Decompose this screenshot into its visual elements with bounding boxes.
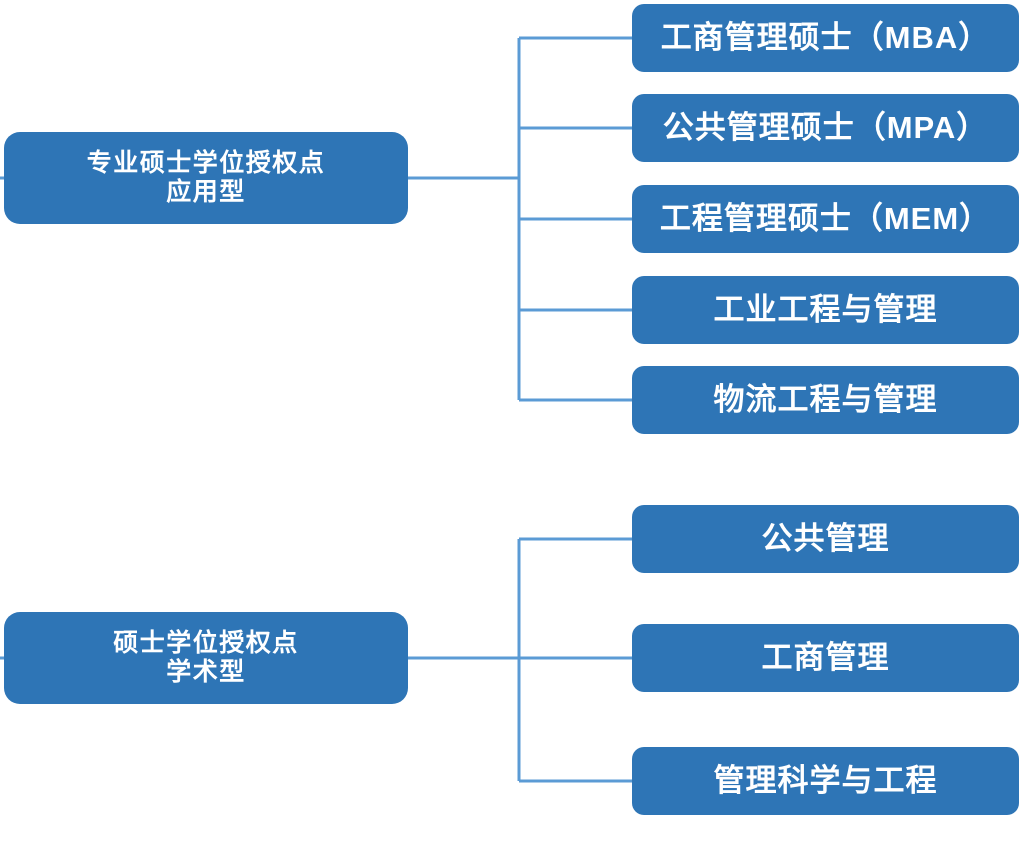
parent-node-line1: 硕士学位授权点 bbox=[113, 628, 299, 657]
child-node-mem[interactable]: 工程管理硕士（MEM） bbox=[632, 185, 1019, 253]
child-node-management-science-engineering[interactable]: 管理科学与工程 bbox=[632, 747, 1019, 815]
parent-node-academic-master[interactable]: 硕士学位授权点 学术型 bbox=[4, 612, 408, 704]
child-node-label: 管理科学与工程 bbox=[713, 762, 938, 798]
child-node-label: 工商管理 bbox=[761, 639, 890, 675]
parent-node-label: 专业硕士学位授权点 应用型 bbox=[10, 149, 402, 208]
child-node-label: 物流工程与管理 bbox=[713, 381, 938, 417]
parent-node-line2: 学术型 bbox=[166, 658, 246, 686]
parent-node-line1: 专业硕士学位授权点 bbox=[86, 148, 326, 177]
parent-node-professional-master[interactable]: 专业硕士学位授权点 应用型 bbox=[4, 132, 408, 224]
child-node-label: 工程管理硕士（MEM） bbox=[659, 200, 992, 236]
child-node-logistics-engineering[interactable]: 物流工程与管理 bbox=[632, 366, 1019, 434]
child-node-label: 公共管理硕士（MPA） bbox=[662, 109, 989, 145]
parent-node-line2: 应用型 bbox=[166, 178, 246, 206]
child-node-business-administration[interactable]: 工商管理 bbox=[632, 624, 1019, 692]
child-node-industrial-engineering[interactable]: 工业工程与管理 bbox=[632, 276, 1019, 344]
child-node-label: 工商管理硕士（MBA） bbox=[660, 19, 991, 55]
child-node-label: 公共管理 bbox=[761, 520, 890, 556]
child-node-mba[interactable]: 工商管理硕士（MBA） bbox=[632, 4, 1019, 72]
child-node-label: 工业工程与管理 bbox=[713, 291, 938, 327]
parent-node-label: 硕士学位授权点 学术型 bbox=[10, 629, 402, 688]
child-node-mpa[interactable]: 公共管理硕士（MPA） bbox=[632, 94, 1019, 162]
child-node-public-administration[interactable]: 公共管理 bbox=[632, 505, 1019, 573]
